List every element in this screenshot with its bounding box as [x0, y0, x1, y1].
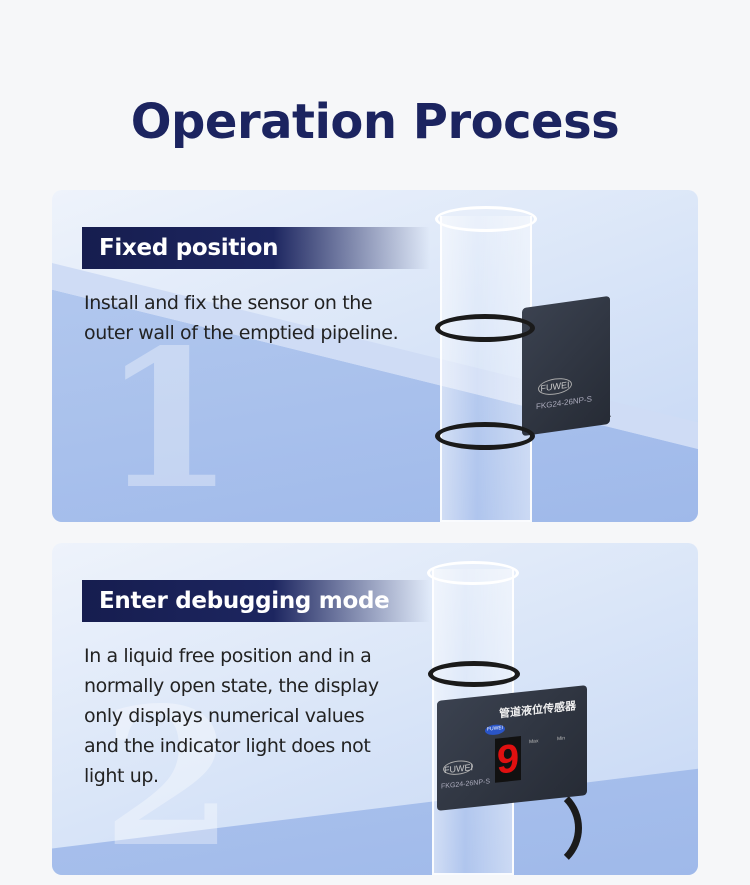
page-title: Operation Process — [130, 94, 620, 150]
step-number: 1 — [102, 308, 235, 522]
strap — [435, 314, 535, 342]
sensor-box: FUWEI FKG24-26NP-S — [522, 295, 610, 437]
strap — [435, 422, 535, 450]
step-heading-bar: Fixed position — [82, 227, 430, 269]
step-description: Install and fix the sensor on the outer … — [84, 292, 399, 344]
step-heading: Fixed position — [99, 235, 279, 261]
pipe-rim — [435, 206, 537, 232]
model-label: FKG24-26NP-S — [536, 394, 593, 412]
brand-badge: FUWEI — [485, 723, 505, 736]
min-label: Min — [557, 735, 566, 743]
pipe-rim — [427, 561, 519, 585]
model-label: FKG24-26NP-S — [441, 778, 491, 791]
step-card-2: 2 Enter debugging mode In a liquid free … — [52, 543, 698, 875]
step-number: 2 — [102, 666, 235, 875]
strap — [428, 661, 520, 687]
brand-logo: FUWEI — [538, 376, 572, 397]
brand-logo: FUWEI — [443, 759, 473, 777]
step-heading-bar: Enter debugging mode — [82, 580, 430, 622]
cable — [492, 783, 582, 873]
pipe — [440, 216, 532, 522]
step-card-1: 1 Fixed position Install and fix the sen… — [52, 190, 698, 522]
step-description: In a liquid free position and in a norma… — [84, 645, 379, 787]
step-heading: Enter debugging mode — [99, 588, 390, 614]
max-label: Max — [529, 738, 539, 746]
sensor-box: 管道液位传感器 FUWEI 9 Max Min FUWEI FKG24-26NP… — [437, 685, 587, 811]
product-label: 管道液位传感器 — [499, 700, 576, 721]
digit-display: 9 — [495, 736, 521, 783]
